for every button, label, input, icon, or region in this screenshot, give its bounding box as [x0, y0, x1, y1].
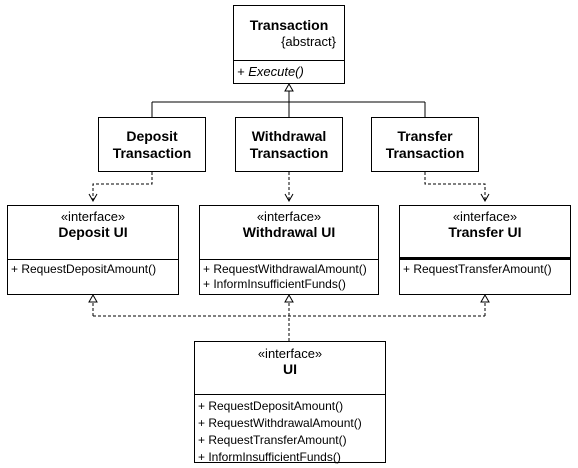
- withdrawal-ui-name: Withdrawal UI: [242, 224, 336, 240]
- withdrawal-ui-stereotype: «interface»: [256, 209, 322, 224]
- transfer-ui-header: «interface» Transfer UI: [400, 206, 570, 259]
- withdrawal-ui-header: «interface» Withdrawal UI: [200, 206, 378, 259]
- deposit-transaction-line1: Deposit: [126, 127, 178, 144]
- withdrawal-ui-operation: + RequestWithdrawalAmount(): [203, 262, 367, 276]
- withdrawal-transaction-line2: Transaction: [249, 144, 329, 161]
- ui-operations: + RequestDepositAmount() + RequestWithdr…: [195, 394, 385, 466]
- ui-stereotype: «interface»: [257, 346, 323, 361]
- transfer-ui-operation: + RequestTransferAmount(): [403, 262, 552, 276]
- transaction-operations: + Execute(): [234, 60, 344, 80]
- transfer-ui-interface: «interface» Transfer UI + RequestTransfe…: [399, 205, 571, 295]
- transfer-ui-name: Transfer UI: [448, 224, 522, 240]
- transfer-ui-operations: + RequestTransferAmount(): [400, 259, 570, 277]
- deposit-ui-stereotype: «interface»: [60, 209, 126, 224]
- transaction-execute-operation: + Execute(): [237, 64, 304, 79]
- dependency-edges: [92, 172, 486, 200]
- inheritance-edges: [151, 91, 426, 117]
- realization-edges: [92, 302, 486, 341]
- transfer-transaction-line1: Transfer: [397, 127, 453, 144]
- withdrawal-transaction-class: Withdrawal Transaction: [235, 117, 343, 172]
- ui-operation: + InformInsufficientFunds(): [198, 450, 341, 464]
- deposit-ui-interface: «interface» Deposit UI + RequestDepositA…: [7, 205, 179, 295]
- withdrawal-ui-interface: «interface» Withdrawal UI + RequestWithd…: [199, 205, 379, 295]
- dependency-arrowheads: [88, 193, 490, 203]
- ui-operation: + RequestDepositAmount(): [198, 399, 344, 413]
- ui-header: «interface» UI: [195, 342, 385, 394]
- deposit-transaction-class: Deposit Transaction: [98, 117, 206, 172]
- withdrawal-transaction-line1: Withdrawal: [251, 127, 327, 144]
- ui-name: UI: [283, 361, 297, 377]
- transaction-header: Transaction {abstract}: [234, 6, 344, 60]
- withdrawal-ui-operations: + RequestWithdrawalAmount() + InformInsu…: [200, 259, 378, 292]
- ui-operation: + RequestTransferAmount(): [198, 433, 347, 447]
- ui-interface: «interface» UI + RequestDepositAmount() …: [194, 341, 386, 466]
- deposit-transaction-line2: Transaction: [112, 144, 192, 161]
- realization-arrowheads: [88, 293, 490, 303]
- deposit-ui-header: «interface» Deposit UI: [8, 206, 178, 259]
- deposit-ui-operation: + RequestDepositAmount(): [11, 262, 157, 276]
- inheritance-arrowhead: [284, 82, 294, 92]
- transfer-transaction-class: Transfer Transaction: [371, 117, 479, 172]
- transaction-name: Transaction: [249, 17, 329, 33]
- deposit-ui-operations: + RequestDepositAmount(): [8, 259, 178, 277]
- transfer-ui-stereotype: «interface»: [452, 209, 518, 224]
- transaction-abstract-constraint: {abstract}: [281, 34, 336, 49]
- withdrawal-ui-operation: + InformInsufficientFunds(): [203, 277, 346, 291]
- transaction-class: Transaction {abstract} + Execute(): [233, 5, 345, 84]
- ui-operation: + RequestWithdrawalAmount(): [198, 416, 362, 430]
- deposit-ui-name: Deposit UI: [58, 224, 128, 240]
- transfer-transaction-line2: Transaction: [385, 144, 465, 161]
